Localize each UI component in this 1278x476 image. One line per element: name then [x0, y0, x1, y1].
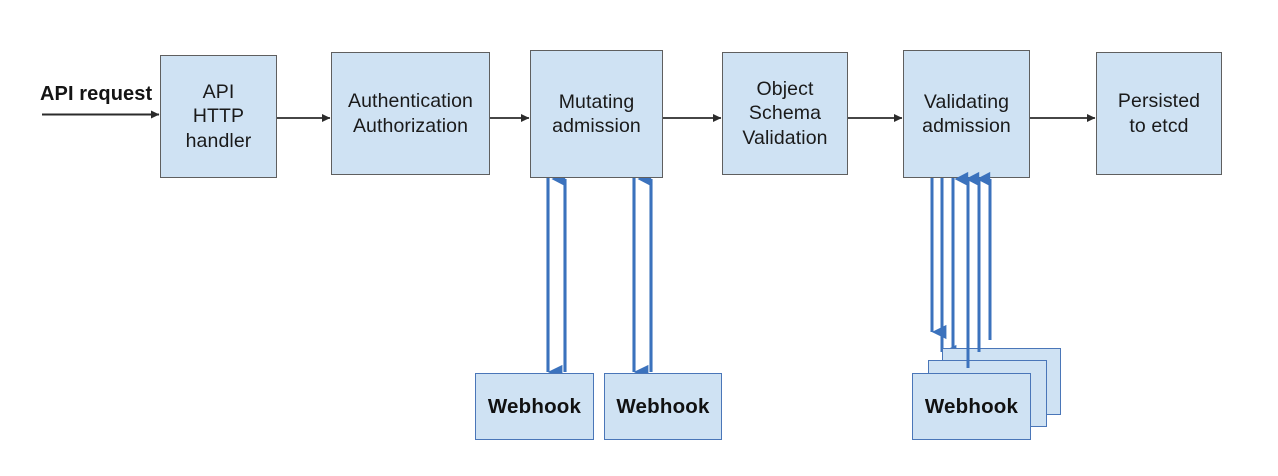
node-api-http-handler[interactable]: API HTTP handler — [160, 55, 277, 178]
webhook-validating-1[interactable]: Webhook — [912, 373, 1031, 440]
node-object-schema-validation-label: Object Schema Validation — [742, 77, 828, 149]
node-authentication-authorization[interactable]: Authentication Authorization — [331, 52, 490, 175]
webhook-validating-1-label: Webhook — [924, 394, 1019, 418]
node-mutating-admission-label: Mutating admission — [552, 90, 641, 137]
node-api-http-handler-label: API HTTP handler — [185, 80, 252, 152]
node-object-schema-validation[interactable]: Object Schema Validation — [722, 52, 848, 175]
node-validating-admission[interactable]: Validating admission — [903, 50, 1030, 178]
node-mutating-admission[interactable]: Mutating admission — [530, 50, 663, 178]
node-validating-admission-label: Validating admission — [922, 90, 1011, 137]
node-persisted-to-etcd-label: Persisted to etcd — [1117, 90, 1201, 137]
node-persisted-to-etcd[interactable]: Persisted to etcd — [1096, 52, 1222, 175]
api-request-label: API request — [40, 83, 153, 105]
node-authentication-authorization-label: Authentication Authorization — [348, 90, 473, 137]
webhook-mutating-1[interactable]: Webhook — [475, 373, 594, 440]
webhook-mutating-1-label: Webhook — [487, 394, 582, 418]
webhook-mutating-2[interactable]: Webhook — [604, 373, 722, 440]
webhook-mutating-2-label: Webhook — [616, 394, 710, 418]
